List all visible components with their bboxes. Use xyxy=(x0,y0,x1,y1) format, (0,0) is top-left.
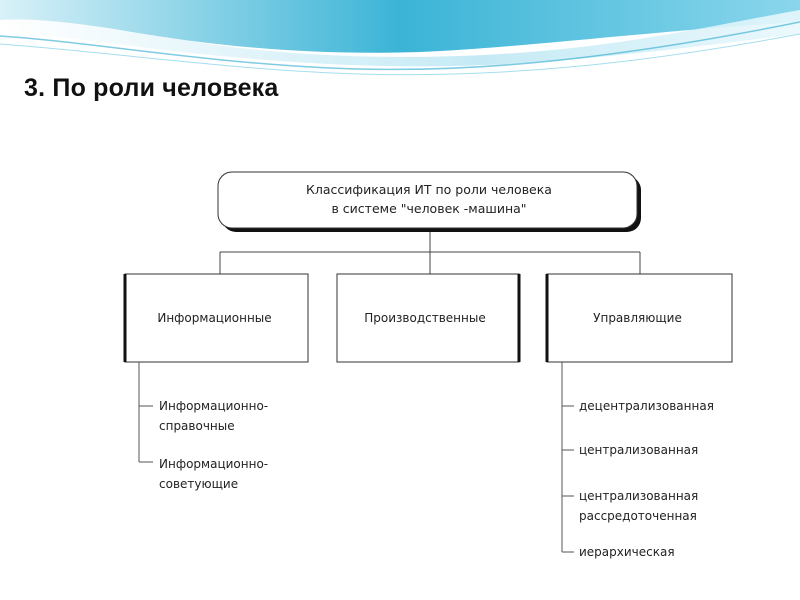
leaf-line: Информационно- xyxy=(159,457,269,471)
category-label-control: Управляющие xyxy=(593,311,682,325)
root-label-line1: Классификация ИТ по роли человека xyxy=(306,182,552,197)
leaf-control-centralized: централизованная xyxy=(579,443,699,457)
informational-tree-lines xyxy=(138,362,153,463)
leaf-informational-advisory: Информационно- советующие xyxy=(159,454,268,494)
category-label-informational: Информационные xyxy=(157,311,272,325)
leaf-line: советующие xyxy=(159,477,239,491)
root-connectors xyxy=(219,232,641,274)
root-box xyxy=(217,171,638,229)
category-label-production: Производственные xyxy=(364,311,486,325)
leaf-control-centralized-distributed: централизованная рассредоточенная xyxy=(579,486,698,526)
leaf-control-decentralized: децентрализованная xyxy=(579,399,714,413)
category-box-production xyxy=(336,273,520,363)
header-wave-decoration xyxy=(0,0,800,76)
root-label: Классификация ИТ по роли человека в сист… xyxy=(222,180,636,218)
leaf-informational-reference: Информационно- справочные xyxy=(159,396,268,436)
leaf-control-hierarchical: иерархическая xyxy=(579,545,675,559)
leaf-line: централизованная xyxy=(579,489,699,503)
leaf-line: справочные xyxy=(159,419,235,433)
root-label-line2: в системе "человек -машина" xyxy=(331,201,527,216)
leaf-line: рассредоточенная xyxy=(579,509,697,523)
control-tree-lines xyxy=(561,362,574,553)
slide-title: 3. По роли человека xyxy=(24,74,279,102)
leaf-line: Информационно- xyxy=(159,399,269,413)
category-box-informational xyxy=(124,273,309,363)
